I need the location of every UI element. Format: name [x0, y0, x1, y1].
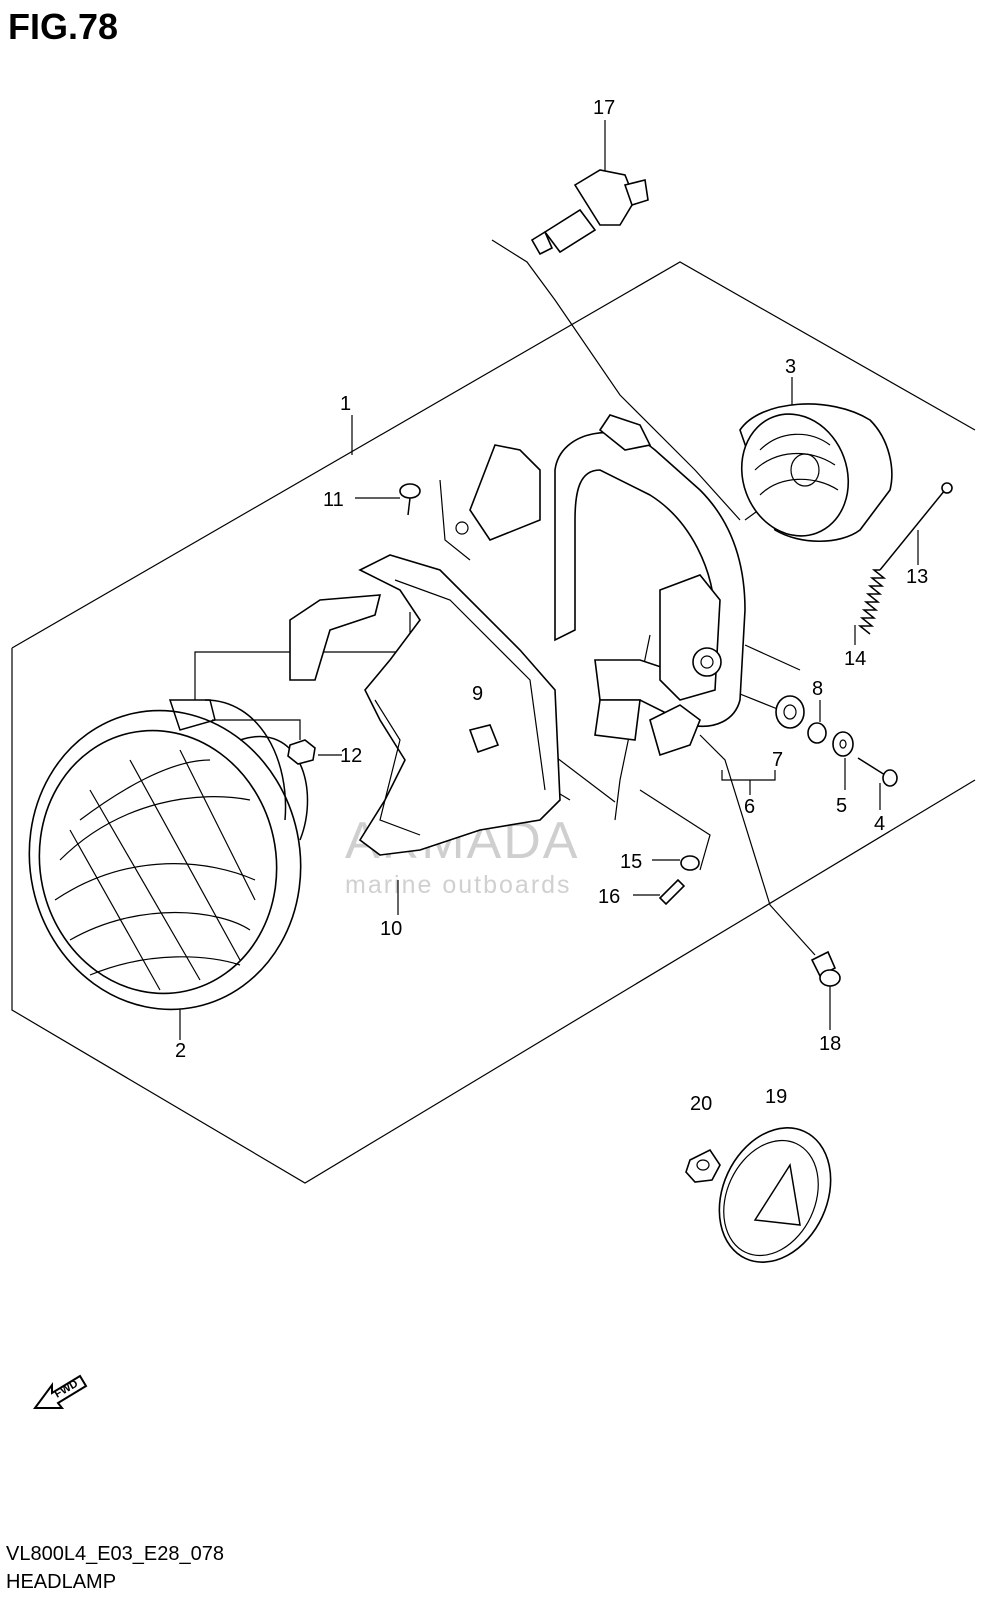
- headlamp-bracket: [289, 444, 561, 856]
- callout-6: 6: [744, 796, 755, 818]
- callout-11: 11: [323, 489, 344, 511]
- callout-17: 17: [593, 97, 615, 119]
- callout-4: 4: [874, 813, 885, 835]
- callout-5: 5: [836, 795, 847, 817]
- callout-16: 16: [598, 886, 620, 908]
- callout-2: 2: [175, 1040, 186, 1062]
- nut-15: [680, 855, 700, 871]
- callout-7a: 7: [772, 749, 783, 771]
- callout-9: 9: [472, 683, 483, 705]
- bush-8: [807, 722, 827, 744]
- adjusting-screw-13: [879, 482, 953, 571]
- figure-title: FIG.78: [8, 6, 119, 47]
- callout-3: 3: [785, 356, 796, 378]
- callout-1: 1: [340, 393, 351, 415]
- bulb-17: [530, 169, 649, 256]
- assembly-box: [11, 261, 976, 1184]
- screw-11: [399, 483, 421, 516]
- fwd-marker: FWD: [33, 1374, 88, 1409]
- callout-14: 14: [844, 648, 866, 670]
- callout-13: 13: [906, 566, 928, 588]
- callout-15: 15: [620, 851, 642, 873]
- bolt-18: [810, 950, 841, 987]
- nut-12: [287, 739, 316, 765]
- callout-20: 20: [690, 1093, 712, 1115]
- callout-10: 10: [380, 918, 402, 940]
- callout-19: 19: [765, 1086, 787, 1108]
- nut-20: [685, 1148, 721, 1183]
- clip-9: [468, 724, 500, 754]
- headlamp-housing: [554, 414, 746, 757]
- watermark-tagline: marine outboards: [345, 871, 572, 899]
- callout-8: 8: [812, 678, 823, 700]
- emblem-cover-19: [718, 1127, 832, 1263]
- collar-7: [775, 695, 805, 729]
- headlamp-unit: [28, 699, 309, 1011]
- spring-14: [857, 569, 887, 635]
- callout-12: 12: [340, 745, 362, 767]
- pin-16: [658, 878, 686, 906]
- assembly-name: HEADLAMP: [6, 1571, 117, 1593]
- bolt-4: [857, 757, 898, 787]
- callout-18: 18: [819, 1033, 841, 1055]
- washer-5: [832, 731, 854, 757]
- forward-arrow-icon: [33, 1374, 88, 1409]
- callout-labels: 1 2 3 4 5 6 7 7 8 9 10 11 12 13 14 15 16…: [175, 97, 928, 1115]
- reflector-shell: [739, 403, 893, 543]
- model-code: VL800L4_E03_E28_078: [6, 1543, 224, 1565]
